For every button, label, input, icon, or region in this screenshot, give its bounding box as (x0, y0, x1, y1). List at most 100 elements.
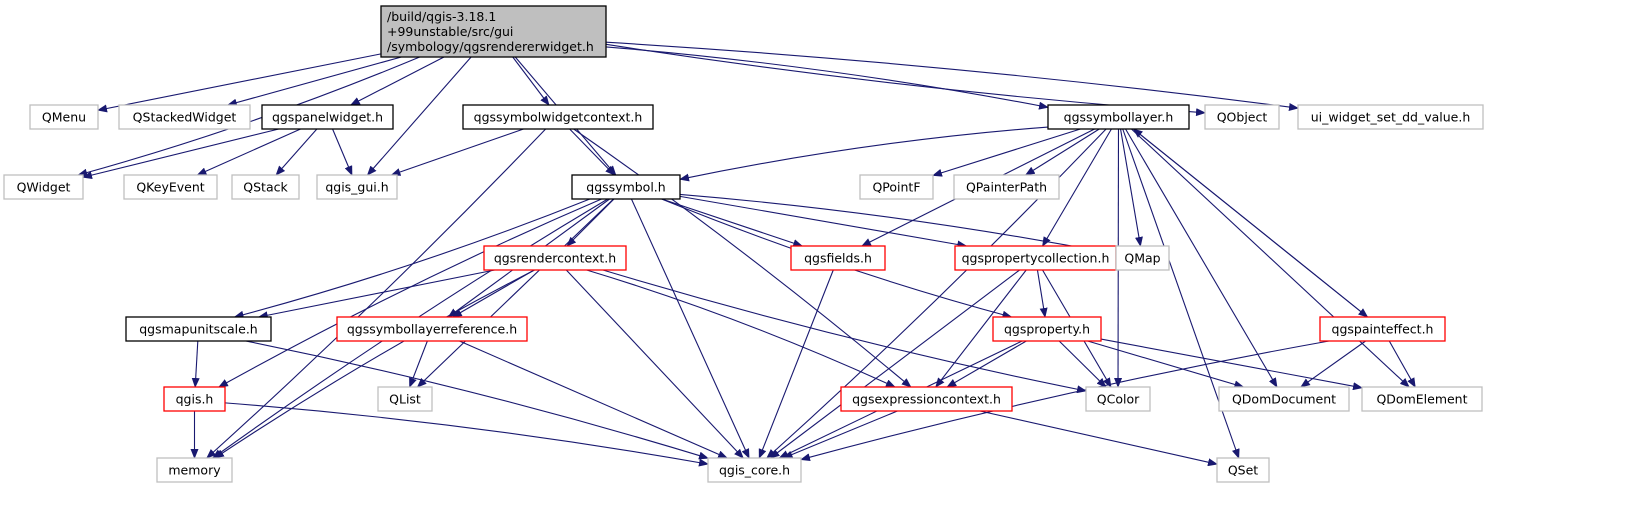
edge-qgssymbol-to-qgis_core (630, 198, 750, 459)
node-label: QList (389, 392, 421, 407)
edge-qgsproperty-to-QDomElement (1100, 338, 1363, 391)
edge-qgssymbollayer-to-QPainterPath (1024, 128, 1100, 176)
edge-qgssymbolwidgetcontext-to-memory (206, 128, 547, 459)
edge-qgspainteffect-to-qgssymbollayer (1132, 128, 1368, 318)
edge-qgsproperty-to-qgsexpressioncontext (946, 340, 1027, 388)
node-box (462, 104, 654, 130)
edge-qgsmapunitscale-to-qgis (191, 340, 200, 388)
edge-qgspanelwidget-to-QStack (275, 128, 318, 176)
edge-qgsrendercontext-to-qgsexpressioncontext (586, 269, 896, 388)
node-QMenu: QMenu (29, 104, 99, 130)
node-box (954, 245, 1117, 271)
node-box (840, 386, 1013, 412)
node-label: qgis_core.h (719, 463, 790, 478)
node-qgssymbollayerreference[interactable]: qgssymbollayerreference.h (336, 316, 528, 342)
node-label: QPointF (872, 180, 920, 195)
node-qgis_core: qgis_core.h (707, 457, 802, 483)
edge-qgssymbol-to-qgspropertycollection (679, 195, 968, 249)
node-label: QObject (1217, 110, 1268, 125)
node-label: QKeyEvent (136, 180, 204, 195)
node-qgsmapunitscale[interactable]: qgsmapunitscale.h (125, 316, 272, 342)
node-ui_widget: ui_widget_set_dd_value.h (1297, 104, 1484, 130)
edge-qgsrendercontext-to-qgsmapunitscale (257, 269, 495, 320)
node-root[interactable]: /build/qgis-3.18.1+99unstable/src/gui/sy… (380, 5, 607, 58)
edge-qgssymbollayer-to-QMap (1119, 128, 1143, 247)
node-label: qgsrendercontext.h (494, 251, 616, 266)
node-label: qgsexpressioncontext.h (852, 392, 1001, 407)
edge-qgspanelwidget-to-QWidget (82, 128, 279, 179)
node-label: qgspropertycollection.h (962, 251, 1110, 266)
node-box (3, 174, 84, 200)
edge-qgssymbollayer-to-QDomElement (1131, 128, 1410, 388)
edge-qgssymbollayerreference-to-QList (409, 340, 428, 388)
node-QStack: QStack (231, 174, 300, 200)
node-label: qgssymbol.h (586, 180, 665, 195)
node-label: qgssymbolwidgetcontext.h (474, 110, 643, 125)
node-box (231, 174, 300, 200)
node-QDomDocument: QDomDocument (1218, 386, 1350, 412)
edge-qgssymbollayer-to-QDomDocument (1125, 128, 1278, 388)
edge-qgssymbolwidgetcontext-to-qgis_gui (390, 128, 524, 176)
edge-root-to-qgspanelwidget (349, 56, 445, 106)
edge-qgsexpressioncontext-to-QSet (979, 410, 1218, 467)
node-box (953, 174, 1060, 200)
node-qgsproperty[interactable]: qgsproperty.h (992, 316, 1102, 342)
node-qgsfields[interactable]: qgsfields.h (790, 245, 886, 271)
node-qgssymbollayer[interactable]: qgssymbollayer.h (1047, 104, 1190, 130)
node-qgssymbolwidgetcontext[interactable]: qgssymbolwidgetcontext.h (462, 104, 654, 130)
node-box (483, 245, 627, 271)
node-qgis[interactable]: qgis.h (163, 386, 226, 412)
node-label: QMap (1124, 251, 1160, 266)
node-label: QStack (243, 180, 288, 195)
node-box (1216, 457, 1270, 483)
node-label: qgsmapunitscale.h (139, 322, 257, 337)
node-box (1115, 245, 1170, 271)
node-label-line: /build/qgis-3.18.1 (387, 9, 496, 24)
node-label: QStackedWidget (133, 110, 237, 125)
node-label-line: +99unstable/src/gui (387, 24, 513, 39)
edge-qgspropertycollection-to-qgsexpressioncontext (935, 269, 1027, 388)
node-box (163, 386, 226, 412)
edge-qgsmapunitscale-to-qgis_core (245, 340, 709, 460)
node-box (790, 245, 886, 271)
node-box (125, 316, 272, 342)
node-qgspanelwidget[interactable]: qgspanelwidget.h (261, 104, 394, 130)
edge-qgssymbol-to-QList (416, 198, 614, 388)
node-label: QColor (1097, 392, 1140, 407)
node-qgsexpressioncontext[interactable]: qgsexpressioncontext.h (840, 386, 1013, 412)
edge-qgspropertycollection-to-qgis_core (769, 269, 1020, 459)
node-label: qgssymbollayer.h (1064, 110, 1174, 125)
node-box (1218, 386, 1350, 412)
edge-qgsrendercontext-to-qgis_core (565, 269, 744, 459)
node-memory: memory (156, 457, 233, 483)
node-label: qgis.h (176, 392, 214, 407)
node-QPainterPath: QPainterPath (953, 174, 1060, 200)
node-label: ui_widget_set_dd_value.h (1311, 110, 1471, 125)
node-label: qgis_gui.h (325, 180, 388, 195)
edge-qgsrendercontext-to-QColor (602, 269, 1087, 394)
edge-qgsexpressioncontext-to-qgis_core (782, 410, 898, 459)
node-qgspropertycollection[interactable]: qgspropertycollection.h (954, 245, 1117, 271)
node-box (118, 104, 251, 130)
edge-qgssymbol-to-qgsrendercontext (566, 198, 615, 247)
node-box (1085, 386, 1151, 412)
edge-qgspainteffect-to-qgis_core (800, 340, 1330, 462)
node-label: qgsfields.h (804, 251, 872, 266)
edge-qgssymbol-to-qgis (218, 198, 602, 388)
node-box (992, 316, 1102, 342)
edge-qgsrendercontext-to-memory (214, 269, 535, 459)
node-qgsrendercontext[interactable]: qgsrendercontext.h (483, 245, 627, 271)
node-QSet: QSet (1216, 457, 1270, 483)
edge-root-to-QMenu (97, 53, 382, 113)
node-label: QMenu (42, 110, 86, 125)
node-label: QPainterPath (966, 180, 1047, 195)
edge-root-to-QObject (605, 43, 1206, 117)
node-QDomElement: QDomElement (1361, 386, 1483, 412)
node-qgssymbol[interactable]: qgssymbol.h (571, 174, 681, 200)
node-box (1319, 316, 1446, 342)
node-qgspainteffect[interactable]: qgspainteffect.h (1319, 316, 1446, 342)
edge-qgssymbollayer-to-qgspropertycollection (1042, 128, 1112, 247)
node-label: QSet (1228, 463, 1258, 478)
node-label: QWidget (17, 180, 71, 195)
edge-qgssymbol-to-QMap (679, 193, 1117, 257)
